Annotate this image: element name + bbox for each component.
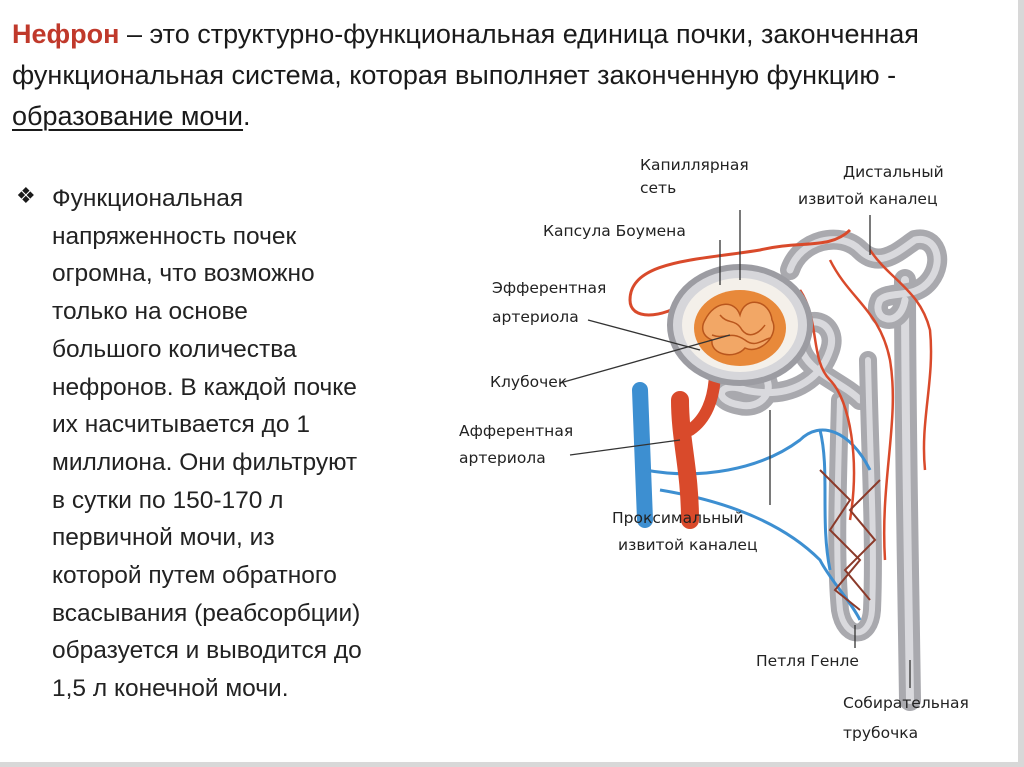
label-afferent-line1: Афферентная: [459, 422, 573, 440]
label-efferent-line2: артериола: [492, 308, 579, 326]
title-definition: – это структурно-функциональная единица …: [12, 19, 919, 90]
label-distal-line1: Дистальный: [843, 163, 944, 181]
slide-title: Нефрон – это структурно-функциональная е…: [12, 14, 1002, 137]
label-afferent-line2: артериола: [459, 449, 546, 467]
label-proximal-line1: Проксимальный: [612, 509, 744, 527]
label-glomerulus: Клубочек: [490, 373, 567, 391]
label-efferent-line1: Эфферентная: [492, 279, 606, 297]
nephron-diagram: Капиллярная сеть Дистальный извитой кана…: [459, 156, 969, 742]
title-term: Нефрон: [12, 19, 120, 49]
afferent-artery: [671, 391, 699, 529]
label-bowman: Капсула Боумена: [543, 222, 686, 240]
vein: [632, 382, 653, 528]
label-distal-line2: извитой каналец: [798, 190, 938, 208]
efferent-artery: [628, 228, 852, 317]
label-capillary-line1: Капиллярная: [640, 156, 749, 174]
diamond-bullet-icon: ❖: [16, 183, 36, 208]
label-proximal-line2: извитой каналец: [618, 536, 758, 554]
title-end: .: [243, 101, 251, 131]
title-emphasis: образование мочи: [12, 101, 244, 131]
bullet-text: Функциональная напряженность почек огром…: [52, 185, 362, 703]
label-capillary-line2: сеть: [640, 179, 676, 197]
label-collecting-line2: трубочка: [843, 724, 918, 742]
label-henle: Петля Генле: [756, 652, 859, 670]
label-collecting-line1: Собирательная: [843, 694, 969, 712]
